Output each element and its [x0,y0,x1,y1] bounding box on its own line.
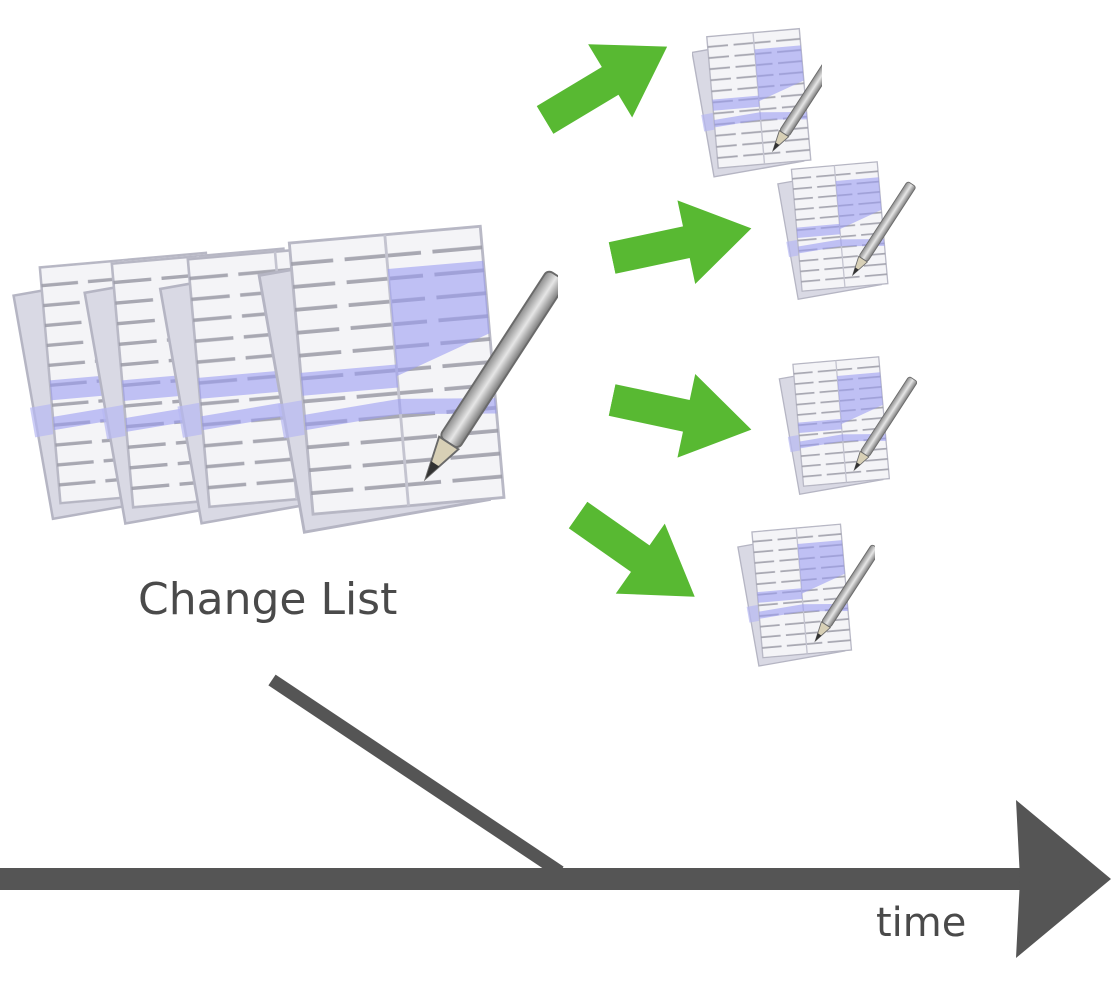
diff-document-icon [253,224,558,535]
green-arrow-2 [603,186,761,300]
diagonal-connector [268,674,564,878]
change-list-label: Change List [138,574,398,625]
green-arrow-3 [603,358,761,472]
green-arrow-4 [553,479,720,632]
time-label: time [876,900,967,946]
result-document-1 [692,27,822,178]
result-document-3 [776,356,917,496]
time-axis-arrow [0,800,1111,958]
green-arrow-1 [522,9,690,157]
change-list-documents [10,224,558,535]
result-document-4 [735,523,875,668]
result-document-2 [775,160,918,301]
